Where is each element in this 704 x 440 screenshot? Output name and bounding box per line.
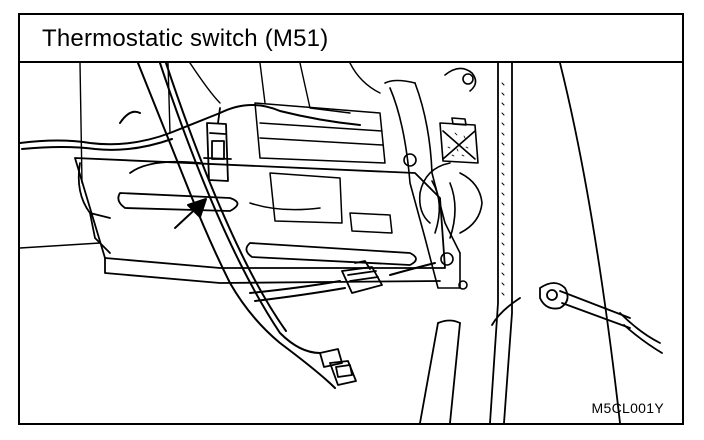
- technical-illustration: [20, 63, 682, 423]
- figure-title-bar: Thermostatic switch (M51): [20, 15, 682, 63]
- figure-title: Thermostatic switch (M51): [42, 25, 329, 52]
- figure-code: M5CL001Y: [591, 400, 664, 416]
- door-pillar: [419, 63, 621, 423]
- right-strap: [384, 79, 468, 290]
- location-arrow: [174, 198, 207, 229]
- thermostatic-switch-body: [203, 107, 232, 182]
- mounting-bracket: [74, 157, 446, 284]
- terminal-connector: [319, 348, 357, 386]
- evaporator-housing: [249, 102, 393, 234]
- thermostatic-switch-drawing: [20, 63, 663, 423]
- figure-frame: Thermostatic switch (M51): [18, 13, 684, 425]
- seal-strip: [501, 82, 505, 296]
- foam-texture: [446, 132, 469, 157]
- screwdriver-tool: [539, 282, 663, 354]
- wiring-harness: [20, 63, 436, 389]
- foam-pad-clamp: [418, 67, 483, 239]
- harness-connector: [341, 260, 383, 294]
